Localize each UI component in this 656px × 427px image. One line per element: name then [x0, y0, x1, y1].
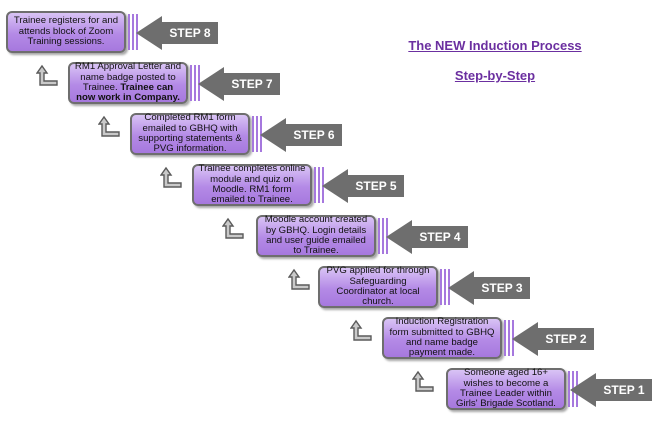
left-arrow-icon	[136, 16, 218, 50]
step-6-box: Completed RM1 form emailed to GBHQ with …	[130, 113, 250, 155]
page-subtitle: Step-by-Step	[454, 68, 536, 83]
left-arrow-icon	[512, 322, 594, 356]
left-arrow-icon	[198, 67, 280, 101]
step-5-text: Trainee completes online module and quiz…	[198, 163, 306, 206]
left-arrow-icon	[260, 118, 342, 152]
step-1-label: STEP 1	[603, 383, 645, 397]
step-4-box: Moodle account created by GBHQ. Login de…	[256, 215, 376, 257]
step-4-label: STEP 4	[419, 230, 461, 244]
step-6-stripes	[252, 116, 262, 152]
up-turn-arrow-icon	[349, 319, 372, 341]
step-7-stripes	[190, 65, 200, 101]
step-2-box: Induction Registration form submitted to…	[382, 317, 502, 359]
step-3-box: PVG applied for through Safeguarding Coo…	[318, 266, 438, 308]
step-5-stripes	[314, 167, 324, 203]
step-8-text: Trainee registers for and attends block …	[13, 15, 119, 48]
step-2-arrow: STEP 2	[512, 322, 594, 356]
step-5-label: STEP 5	[355, 179, 397, 193]
step-7-box: RM1 Approval Letter and name badge poste…	[68, 62, 188, 104]
step-2-label: STEP 2	[545, 332, 587, 346]
step-6-arrow: STEP 6	[260, 118, 342, 152]
left-arrow-icon	[386, 220, 468, 254]
up-turn-arrow-icon	[35, 64, 58, 86]
up-turn-arrow-icon	[287, 268, 310, 290]
left-arrow-icon	[322, 169, 404, 203]
left-arrow-icon	[448, 271, 530, 305]
step-5-arrow: STEP 5	[322, 169, 404, 203]
step-7-label: STEP 7	[231, 77, 273, 91]
step-3-text: PVG applied for through Safeguarding Coo…	[326, 265, 430, 308]
step-2-text: Induction Registration form submitted to…	[389, 316, 495, 359]
step-3-stripes	[440, 269, 450, 305]
up-turn-arrow-icon	[411, 370, 434, 392]
up-turn-arrow-icon	[159, 166, 182, 188]
step-3-label: STEP 3	[481, 281, 523, 295]
step-7-bold-text: Trainee can now work in Company.	[76, 82, 180, 104]
up-turn-arrow-icon	[221, 217, 244, 239]
step-6-label: STEP 6	[293, 128, 335, 142]
page-title: The NEW Induction Process	[408, 38, 582, 53]
left-arrow-icon	[570, 373, 652, 407]
step-7-text-wrap: RM1 Approval Letter and name badge poste…	[74, 62, 182, 104]
step-6-text: Completed RM1 form emailed to GBHQ with …	[138, 112, 242, 155]
up-turn-arrow-icon	[97, 115, 120, 137]
step-1-arrow: STEP 1	[570, 373, 652, 407]
step-8-arrow: STEP 8	[136, 16, 218, 50]
step-1-box: Someone aged 16+ wishes to become a Trai…	[446, 368, 566, 410]
step-7-arrow: STEP 7	[198, 67, 280, 101]
step-4-stripes	[378, 218, 388, 254]
step-1-text: Someone aged 16+ wishes to become a Trai…	[456, 367, 556, 410]
step-8-stripes	[128, 14, 138, 50]
step-4-text: Moodle account created by GBHQ. Login de…	[264, 214, 368, 257]
step-8-box: Trainee registers for and attends block …	[6, 11, 126, 53]
step-5-box: Trainee completes online module and quiz…	[192, 164, 312, 206]
step-8-label: STEP 8	[169, 26, 211, 40]
step-3-arrow: STEP 3	[448, 271, 530, 305]
step-2-stripes	[504, 320, 514, 356]
step-4-arrow: STEP 4	[386, 220, 468, 254]
step-7-text: RM1 Approval Letter and name badge poste…	[74, 61, 182, 93]
